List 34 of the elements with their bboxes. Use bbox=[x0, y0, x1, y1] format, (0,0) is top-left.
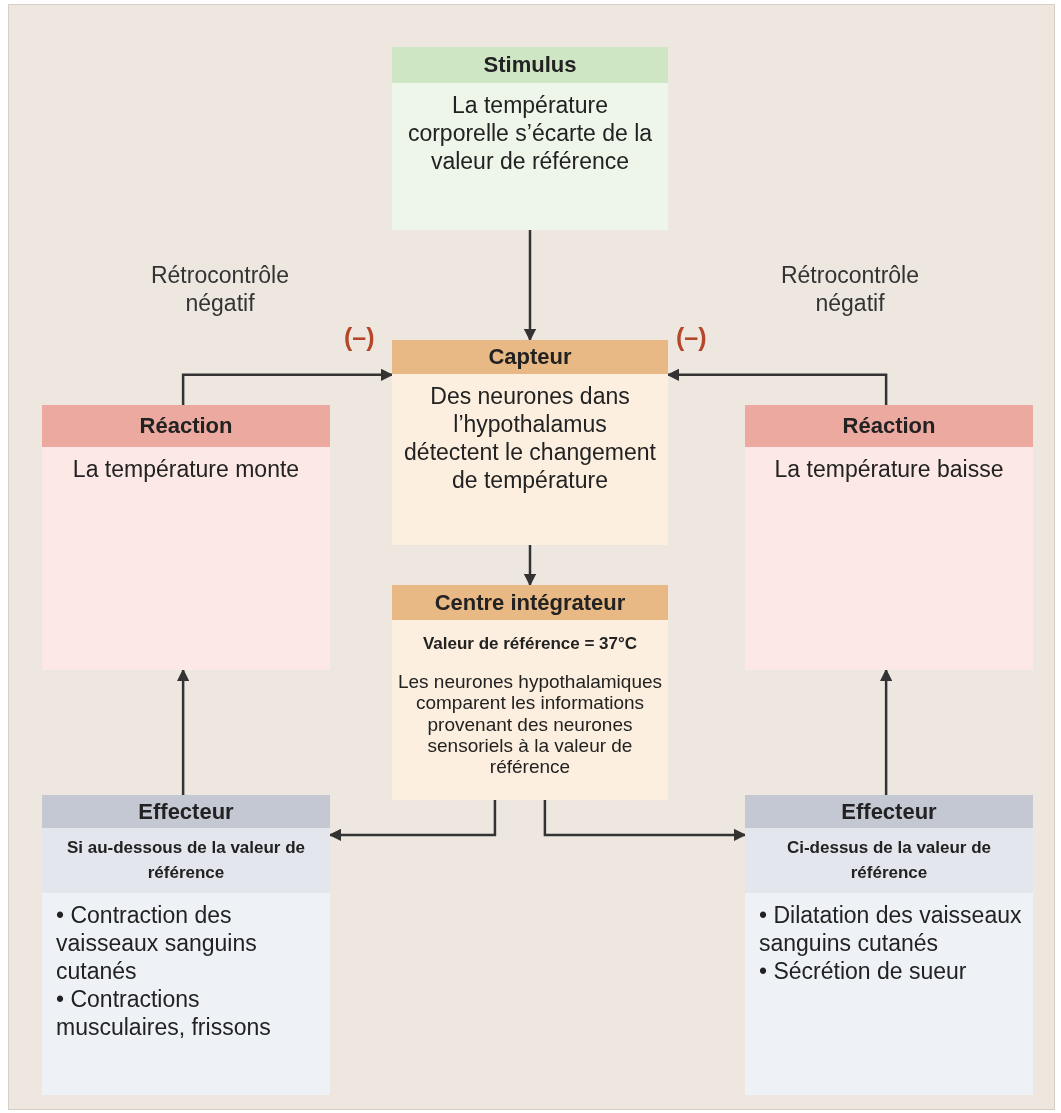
box-heading: Stimulus bbox=[482, 51, 578, 79]
box-text: La température monte bbox=[71, 455, 301, 484]
arrow bbox=[176, 668, 190, 795]
box-heading: Centre intégrateur bbox=[433, 589, 627, 616]
box-heading: Effecteur bbox=[137, 799, 235, 824]
feedback-label: Rétrocontrôle négatif bbox=[149, 262, 291, 318]
response-box bbox=[745, 405, 1033, 670]
response-box bbox=[42, 405, 330, 670]
arrow bbox=[879, 668, 893, 795]
effector-box bbox=[745, 795, 1033, 1095]
box-heading: Réaction bbox=[841, 412, 937, 440]
stimulus-box bbox=[392, 47, 668, 230]
arrow bbox=[543, 800, 747, 842]
box-text: • Contractions musculaires, frissons bbox=[56, 985, 272, 1042]
feedback-label: Rétrocontrôle négatif bbox=[779, 262, 921, 318]
integrator-box bbox=[392, 585, 668, 800]
box-text: La température baisse bbox=[773, 455, 1005, 484]
box-subheading: Si au-dessous de la valeur de référence bbox=[65, 836, 307, 884]
box-text: • Sécrétion de sueur bbox=[759, 957, 968, 986]
box-heading: Effecteur bbox=[840, 799, 938, 824]
box-text: Les neurones hypothalamiques comparent les informations provenant des neurones sensoriels à la valeur de référence bbox=[396, 671, 664, 778]
box-heading: Capteur bbox=[487, 344, 573, 370]
effector-box bbox=[42, 795, 330, 1095]
box-subheading: Valeur de référence = 37°C bbox=[422, 632, 638, 655]
arrow bbox=[523, 545, 537, 587]
box-text: Des neurones dans l’hypothalamus détectent le changement de température bbox=[404, 382, 656, 495]
sensor-box bbox=[392, 340, 668, 545]
box-text: • Contraction des vaisseaux sanguins cutanés bbox=[56, 901, 258, 986]
box-heading: Réaction bbox=[138, 412, 234, 440]
arrow bbox=[181, 368, 394, 405]
box-text: La température corporelle s’écarte de la valeur de référence bbox=[406, 91, 654, 176]
box-subheading: Ci-dessus de la valeur de référence bbox=[785, 836, 993, 884]
arrow bbox=[523, 230, 537, 342]
box-text: • Dilatation des vaisseaux sanguins cutanés bbox=[759, 901, 1023, 958]
